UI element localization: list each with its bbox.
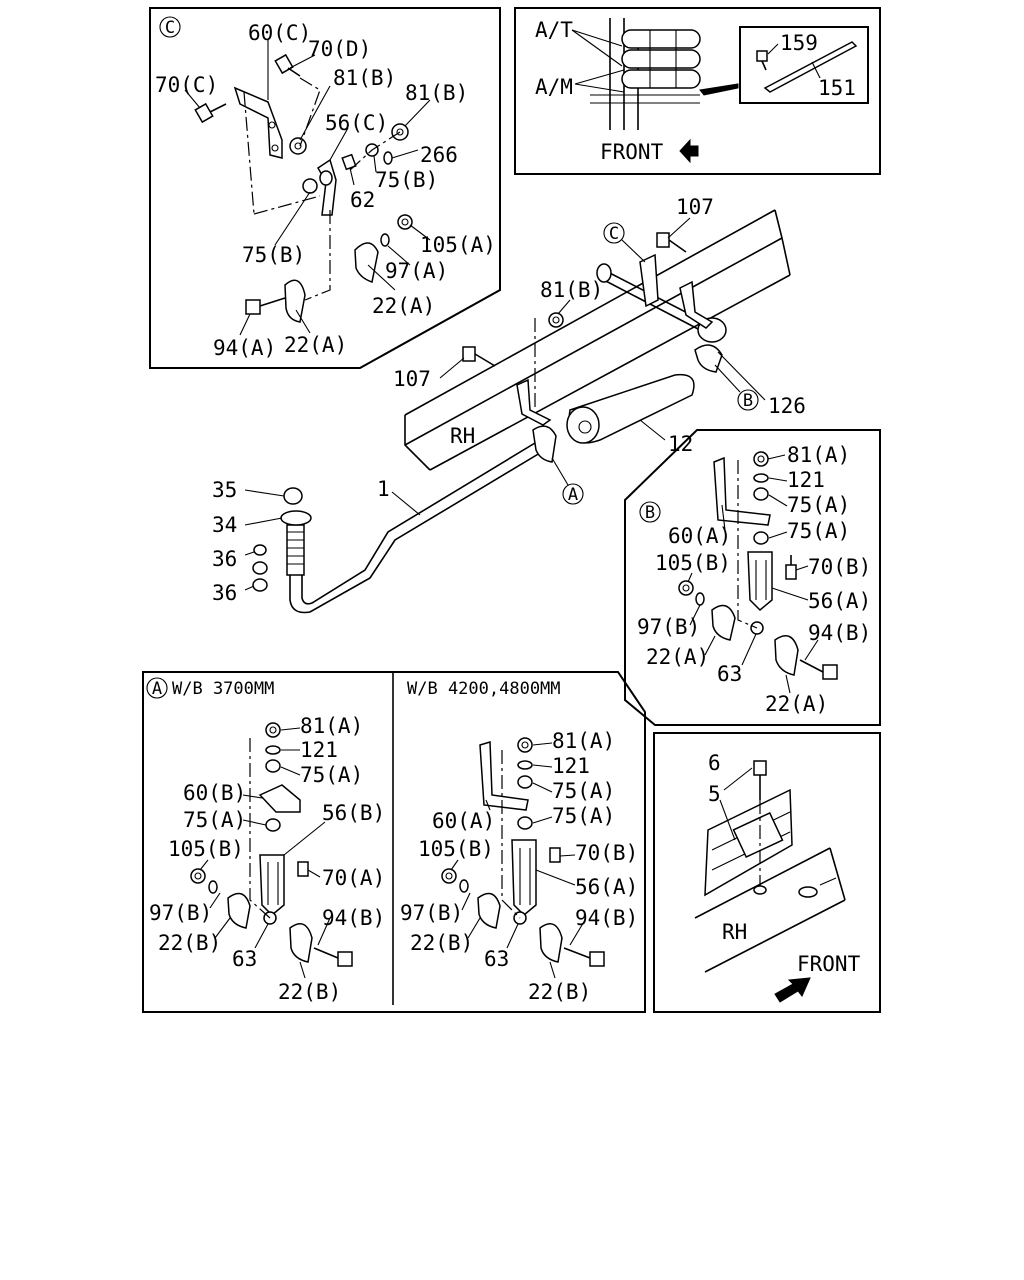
label-107-top: 107 <box>676 195 714 219</box>
label-w-60a: 60(A) <box>432 809 495 833</box>
detail-c-panel: C <box>149 7 501 369</box>
label-b-22a-1: 22(A) <box>646 645 709 669</box>
label-h-6-number: 6 <box>708 751 721 775</box>
label-a-22b-1: 22(B) <box>158 931 221 955</box>
detail-a-callout: A <box>152 679 162 699</box>
main-assembly: RH C <box>212 195 806 614</box>
section-title-wb-3700: W/B 3700MM <box>172 679 274 699</box>
label-34: 34 <box>212 513 237 537</box>
label-w-75a-1: 75(A) <box>552 779 615 803</box>
label-front-top: FRONT <box>600 140 664 164</box>
label-c-75b-1: 75(B) <box>375 168 438 192</box>
label-c-62: 62 <box>350 188 375 212</box>
label-36-2: 36 <box>212 581 237 605</box>
detail-a-panel: A W/B 3700MM W/B 4200,4800MM 81(A) 121 7… <box>142 671 646 1013</box>
label-c-22a-2: 22(A) <box>284 333 347 357</box>
detail-b-callout: B <box>645 503 655 523</box>
label-at: A/T <box>535 18 573 42</box>
label-c-97a: 97(A) <box>385 259 448 283</box>
label-159: 159 <box>780 31 818 55</box>
label-w-22b-2: 22(B) <box>528 980 591 1004</box>
label-rh-shield: RH <box>722 920 747 944</box>
label-b-75a-1: 75(A) <box>787 493 850 517</box>
label-b-60a: 60(A) <box>668 524 731 548</box>
label-c-60c: 60(C) <box>248 21 311 45</box>
detail-b-panel: B 81(A) 121 <box>624 429 881 726</box>
label-151: 151 <box>818 76 856 100</box>
label-a-97b: 97(B) <box>149 901 212 925</box>
arrow-left-icon <box>679 138 699 164</box>
label-w-94b: 94(B) <box>575 906 638 930</box>
label-c-75b-2: 75(B) <box>242 243 305 267</box>
label-c-94a: 94(A) <box>213 336 276 360</box>
label-rh-main: RH <box>450 424 475 448</box>
label-c-22a-1: 22(A) <box>372 294 435 318</box>
label-b-70b: 70(B) <box>808 555 871 579</box>
label-126: 126 <box>768 394 806 418</box>
label-a-75a-2: 75(A) <box>183 808 246 832</box>
label-b-75a-2: 75(A) <box>787 519 850 543</box>
label-w-121: 121 <box>552 754 590 778</box>
label-b-22a-2: 22(A) <box>765 692 828 716</box>
label-am: A/M <box>535 75 573 99</box>
label-a-81a: 81(A) <box>300 714 363 738</box>
label-c-81b-1: 81(B) <box>333 66 396 90</box>
label-b-81a: 81(A) <box>787 443 850 467</box>
label-a-22b-2: 22(B) <box>278 980 341 1004</box>
detail-c-callout: C <box>165 18 175 38</box>
label-w-97b: 97(B) <box>400 901 463 925</box>
label-w-81a: 81(A) <box>552 729 615 753</box>
label-c-105a: 105(A) <box>420 233 496 257</box>
label-81b-main: 81(B) <box>540 278 603 302</box>
label-12: 12 <box>668 432 693 456</box>
label-w-22b-1: 22(B) <box>410 931 473 955</box>
label-a-75a-1: 75(A) <box>300 763 363 787</box>
label-front-bottom: FRONT <box>797 952 861 976</box>
label-w-56a: 56(A) <box>575 875 638 899</box>
label-w-63: 63 <box>484 947 509 971</box>
heat-shield-panel: RH FRONT <box>653 732 881 1013</box>
arrow-up-right-icon <box>774 977 811 1003</box>
main-callout-c: C <box>609 224 619 244</box>
label-c-70c: 70(C) <box>155 73 218 97</box>
label-h-5: 5 <box>708 782 721 806</box>
label-b-94b: 94(B) <box>808 621 871 645</box>
label-a-56b: 56(B) <box>322 801 385 825</box>
label-a-121: 121 <box>300 738 338 762</box>
label-a-94b: 94(B) <box>322 906 385 930</box>
label-w-70b: 70(B) <box>575 841 638 865</box>
section-title-wb-4200-4800: W/B 4200,4800MM <box>407 679 561 699</box>
label-36-1: 36 <box>212 547 237 571</box>
label-1: 1 <box>377 477 390 501</box>
main-callout-a: A <box>568 485 578 505</box>
label-w-105b: 105(B) <box>418 837 494 861</box>
label-b-56a: 56(A) <box>808 589 871 613</box>
main-callout-b: B <box>743 391 753 411</box>
label-w-75a-2: 75(A) <box>552 804 615 828</box>
label-c-70d: 70(D) <box>308 37 371 61</box>
label-a-63: 63 <box>232 947 257 971</box>
label-c-56c: 56(C) <box>325 111 388 135</box>
label-c-81b-2: 81(B) <box>405 81 468 105</box>
label-107-left: 107 <box>393 367 431 391</box>
label-a-60b: 60(B) <box>183 781 246 805</box>
label-b-97b: 97(B) <box>637 615 700 639</box>
top-right-panel: A/T A/M 159 151 FRONT <box>514 7 881 175</box>
label-b-121: 121 <box>787 468 825 492</box>
label-a-105b: 105(B) <box>168 837 244 861</box>
label-b-105b: 105(B) <box>655 551 731 575</box>
label-b-63: 63 <box>717 662 742 686</box>
label-a-70a: 70(A) <box>322 866 385 890</box>
label-c-266: 266 <box>420 143 458 167</box>
label-35: 35 <box>212 478 237 502</box>
